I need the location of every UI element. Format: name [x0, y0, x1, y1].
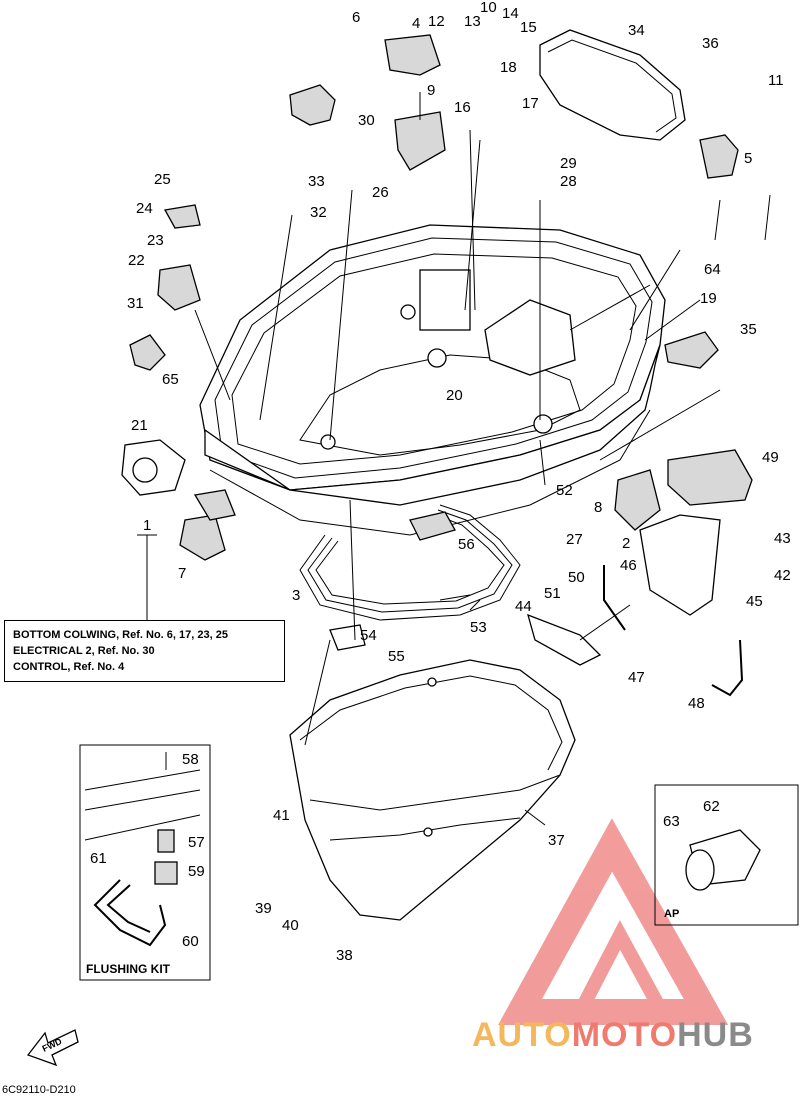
ref-59: 59 [188, 863, 205, 880]
flushing-kit-title: FLUSHING KIT [86, 962, 170, 976]
ref-45: 45 [746, 593, 763, 610]
note-control: CONTROL, Ref. No. 4 [13, 661, 125, 673]
ref-36: 36 [702, 35, 719, 52]
ref-5: 5 [744, 150, 752, 167]
ref-58: 58 [182, 751, 199, 768]
flushing-kit-parts [84, 752, 201, 947]
ref-60: 60 [182, 933, 199, 950]
ref-18: 18 [500, 59, 517, 76]
ref-15: 15 [520, 19, 537, 36]
ref-52: 52 [556, 482, 573, 499]
ref-12: 12 [428, 13, 445, 30]
ref-3: 3 [292, 587, 300, 604]
ref-29: 29 [560, 155, 577, 172]
ref-61: 61 [90, 850, 107, 867]
ref-53: 53 [470, 619, 487, 636]
ref-19: 19 [700, 290, 717, 307]
ref-9: 9 [427, 82, 435, 99]
watermark-logo [497, 818, 729, 1025]
ref-28: 28 [560, 173, 577, 190]
ref-65: 65 [162, 371, 179, 388]
ref-44: 44 [515, 598, 532, 615]
ref-62: 62 [703, 798, 720, 815]
ref-35: 35 [740, 321, 757, 338]
ref-14: 14 [502, 5, 519, 22]
watermark-moto: MOTO [571, 1016, 678, 1054]
ref-46: 46 [620, 557, 637, 574]
seal-53 [299, 504, 521, 621]
notes-box: BOTTOM COLWING, Ref. No. 6, 17, 23, 25 E… [4, 620, 285, 682]
ref-49: 49 [762, 449, 779, 466]
ref-32: 32 [310, 204, 327, 221]
ref-25: 25 [154, 171, 171, 188]
ref-63: 63 [663, 813, 680, 830]
ref-16: 16 [454, 99, 471, 116]
ref-30: 30 [358, 112, 375, 129]
leader-lines [137, 92, 771, 826]
cover-34 [539, 29, 686, 141]
ref-37: 37 [548, 832, 565, 849]
ref-55: 55 [388, 648, 405, 665]
bottom-cowling [199, 224, 666, 536]
note-bottom-cowling: BOTTOM COLWING, Ref. No. 6, 17, 23, 25 [13, 629, 228, 641]
ref-42: 42 [774, 567, 791, 584]
ref-51: 51 [544, 585, 561, 602]
ref-21: 21 [131, 417, 148, 434]
ref-41: 41 [273, 807, 290, 824]
ref-6: 6 [352, 9, 360, 26]
watermark-text: AUTOMOTOHUB [472, 1016, 754, 1055]
ref-11: 11 [768, 72, 784, 89]
ref-54: 54 [360, 627, 377, 644]
ref-27: 27 [566, 531, 583, 548]
ref-7: 7 [178, 565, 186, 582]
watermark-hub: HUB [677, 1016, 754, 1054]
ref-31: 31 [127, 295, 144, 312]
ref-56: 56 [458, 536, 475, 553]
ref-1: 1 [143, 517, 151, 534]
ref-43: 43 [774, 530, 791, 547]
ref-10: 10 [480, 0, 497, 16]
ref-57: 57 [188, 834, 205, 851]
ref-38: 38 [336, 947, 353, 964]
ref-2: 2 [622, 535, 630, 552]
ref-24: 24 [136, 200, 153, 217]
ref-64: 64 [704, 261, 721, 278]
ref-20: 20 [446, 387, 463, 404]
ref-23: 23 [147, 232, 164, 249]
watermark-auto: AUTO [472, 1016, 572, 1054]
ref-47: 47 [628, 669, 645, 686]
ap-label: AP [664, 908, 680, 920]
fwd-arrow-icon: FWD [26, 1029, 79, 1067]
ref-50: 50 [568, 569, 585, 586]
ref-40: 40 [282, 917, 299, 934]
small-parts [121, 34, 761, 891]
note-electrical: ELECTRICAL 2, Ref. No. 30 [13, 645, 155, 657]
ref-17: 17 [522, 95, 539, 112]
ap-inset [654, 784, 799, 926]
ref-33: 33 [308, 173, 325, 190]
ref-8: 8 [594, 499, 602, 516]
ref-48: 48 [688, 695, 705, 712]
ref-22: 22 [128, 252, 145, 269]
ref-26: 26 [372, 184, 389, 201]
flushing-kit-inset [79, 744, 211, 981]
diagram-code: 6C92110-D210 [2, 1084, 76, 1096]
ref-34: 34 [628, 22, 645, 39]
ref-39: 39 [255, 900, 272, 917]
lower-cowling [289, 659, 576, 921]
ref-4: 4 [412, 15, 420, 32]
ref-13: 13 [464, 13, 481, 30]
